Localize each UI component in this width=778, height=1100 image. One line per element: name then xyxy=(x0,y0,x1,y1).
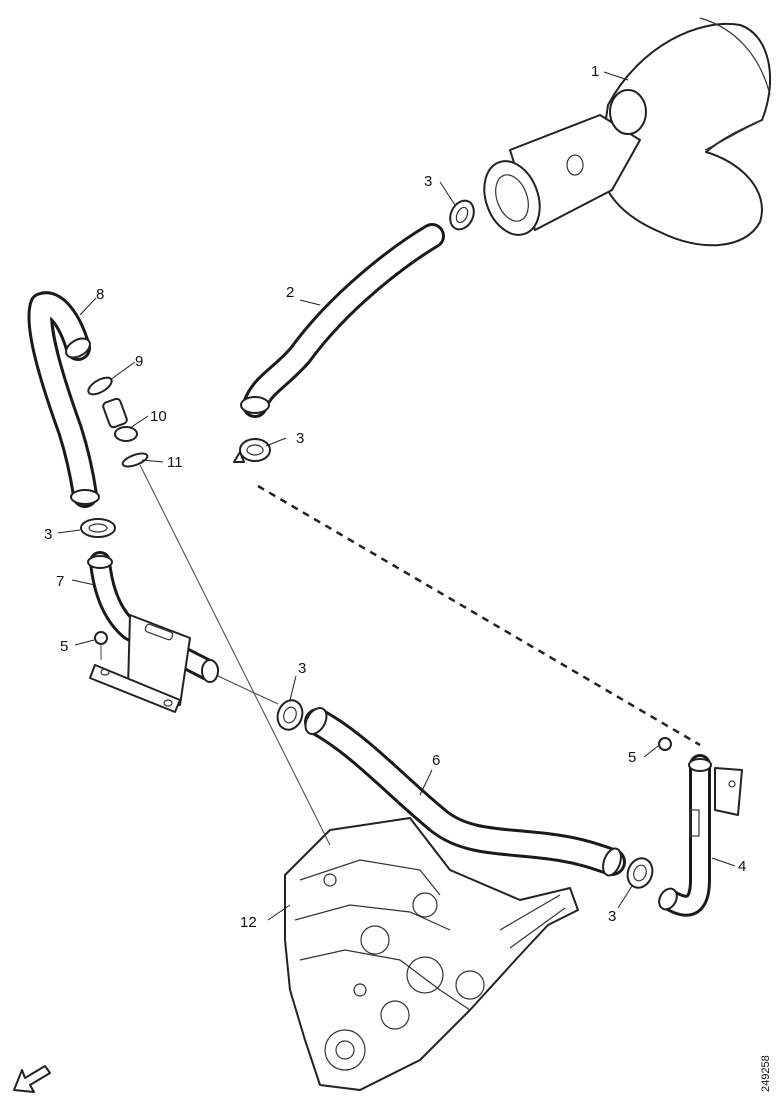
callout-5-right: 5 xyxy=(628,749,636,766)
hose-6 xyxy=(304,707,626,877)
callout-7: 7 xyxy=(56,573,64,590)
hose-clamp-3e xyxy=(626,857,654,889)
callout-2: 2 xyxy=(286,284,294,301)
hose-clamp-3c xyxy=(80,518,116,538)
callout-9: 9 xyxy=(135,353,143,370)
callout-3-top: 3 xyxy=(424,173,432,190)
callout-4: 4 xyxy=(738,858,746,875)
mounting-guide-line xyxy=(139,464,331,846)
bolt-5-left xyxy=(94,631,108,660)
hose-clamp-3b xyxy=(233,438,271,463)
routing-dashed-line xyxy=(257,484,701,747)
callout-12: 12 xyxy=(240,914,257,931)
clip-9 xyxy=(87,376,113,396)
callout-6: 6 xyxy=(432,752,440,769)
hose-8 xyxy=(27,291,100,508)
callout-1: 1 xyxy=(591,63,599,80)
air-filter-housing xyxy=(483,17,772,247)
callout-3-bottom: 3 xyxy=(608,908,616,925)
front-arrow-icon xyxy=(13,1065,51,1093)
callout-8: 8 xyxy=(96,286,104,303)
callout-10: 10 xyxy=(150,408,167,425)
callout-3-upper-hose: 3 xyxy=(296,430,304,447)
callout-3-middle: 3 xyxy=(298,660,306,677)
bolt-5-right xyxy=(658,737,672,751)
figure-reference-code: 249258 xyxy=(760,1055,772,1092)
pipe-4 xyxy=(658,754,743,917)
hose-clamp-3d xyxy=(276,699,304,731)
hose-clamp-3a xyxy=(449,199,475,231)
hose-2 xyxy=(240,223,445,418)
engine-block xyxy=(284,817,579,1091)
callout-3-left: 3 xyxy=(44,526,52,543)
gasket-11 xyxy=(121,452,149,468)
pipe-7-with-bracket xyxy=(87,551,219,713)
valve-10 xyxy=(102,397,138,442)
leader-lines xyxy=(57,71,736,921)
callout-11: 11 xyxy=(167,454,183,471)
callout-5-left: 5 xyxy=(60,638,68,655)
